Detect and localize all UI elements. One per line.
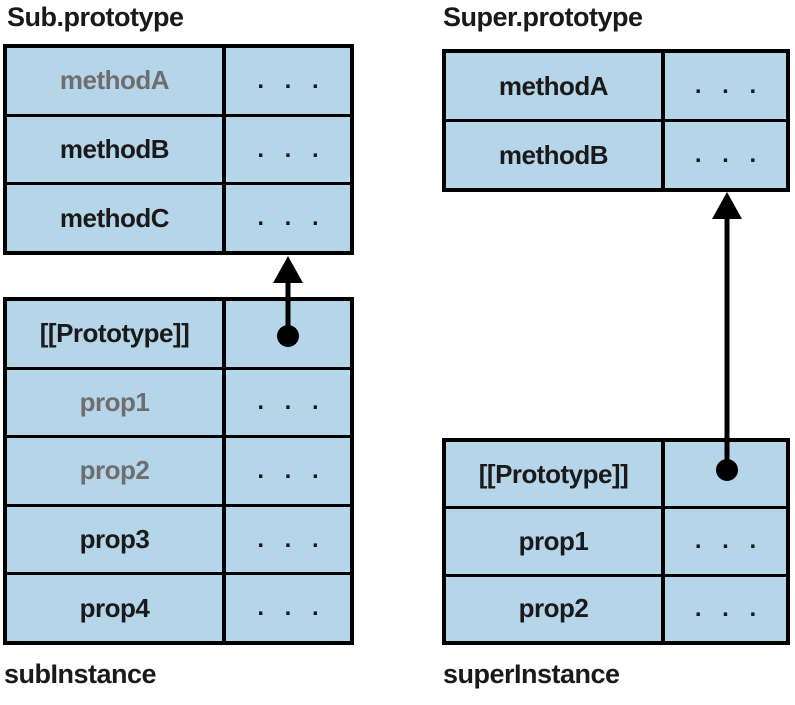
sub-prototype-table: methodA . . . methodB . . . methodC . . …	[3, 44, 354, 255]
member-value-ellipsis: . . .	[222, 506, 350, 573]
prototype-slot-cell	[222, 301, 350, 367]
super-instance-table: [[Prototype]] prop1 . . . prop2 . . .	[442, 438, 790, 645]
member-name: methodA	[446, 53, 661, 119]
member-name: [[Prototype]]	[7, 301, 222, 367]
arrowhead-icon	[273, 256, 303, 283]
table-row: prop1 . . .	[7, 366, 350, 436]
member-value-ellipsis: . . .	[222, 575, 350, 641]
member-value-ellipsis: . . .	[661, 53, 786, 119]
table-row: methodB . . .	[446, 119, 786, 188]
member-value-ellipsis: . . .	[222, 185, 350, 252]
sub-instance-table: [[Prototype]] prop1 . . . prop2 . . . pr…	[3, 297, 354, 645]
member-name: prop2	[7, 438, 222, 504]
member-value-ellipsis: . . .	[661, 509, 786, 574]
table-row: prop2 . . .	[446, 573, 786, 641]
member-value-ellipsis: . . .	[222, 48, 350, 114]
super-instance-caption: superInstance	[443, 659, 620, 689]
table-row: methodB . . .	[7, 113, 350, 183]
table-row: prop1 . . .	[446, 506, 786, 574]
super-prototype-table: methodA . . . methodB . . .	[442, 49, 790, 192]
member-value-ellipsis: . . .	[661, 576, 786, 641]
member-value-ellipsis: . . .	[661, 122, 786, 188]
table-row: [[Prototype]]	[7, 301, 350, 367]
member-name: methodB	[7, 116, 222, 183]
member-name: methodB	[446, 122, 661, 188]
member-name: prop2	[446, 576, 661, 641]
member-name: [[Prototype]]	[446, 442, 661, 507]
member-name: prop1	[446, 509, 661, 574]
member-name: methodC	[7, 185, 222, 252]
member-name: prop4	[7, 575, 222, 641]
member-value-ellipsis: . . .	[222, 116, 350, 183]
member-name: prop1	[7, 369, 222, 436]
table-row: [[Prototype]]	[446, 442, 786, 507]
member-name: prop3	[7, 506, 222, 573]
prototype-slot-cell	[661, 442, 786, 507]
table-row: methodA . . .	[446, 53, 786, 119]
table-row: prop2 . . .	[7, 435, 350, 504]
super-prototype-title: Super.prototype	[443, 2, 643, 32]
table-row: methodC . . .	[7, 182, 350, 252]
member-name: methodA	[7, 48, 222, 114]
member-value-ellipsis: . . .	[222, 369, 350, 436]
sub-prototype-title: Sub.prototype	[7, 2, 184, 32]
member-value-ellipsis: . . .	[222, 438, 350, 504]
table-row: prop4 . . .	[7, 572, 350, 641]
sub-instance-caption: subInstance	[4, 659, 157, 689]
arrowhead-icon	[712, 192, 742, 219]
table-row: methodA . . .	[7, 48, 350, 114]
table-row: prop3 . . .	[7, 503, 350, 573]
